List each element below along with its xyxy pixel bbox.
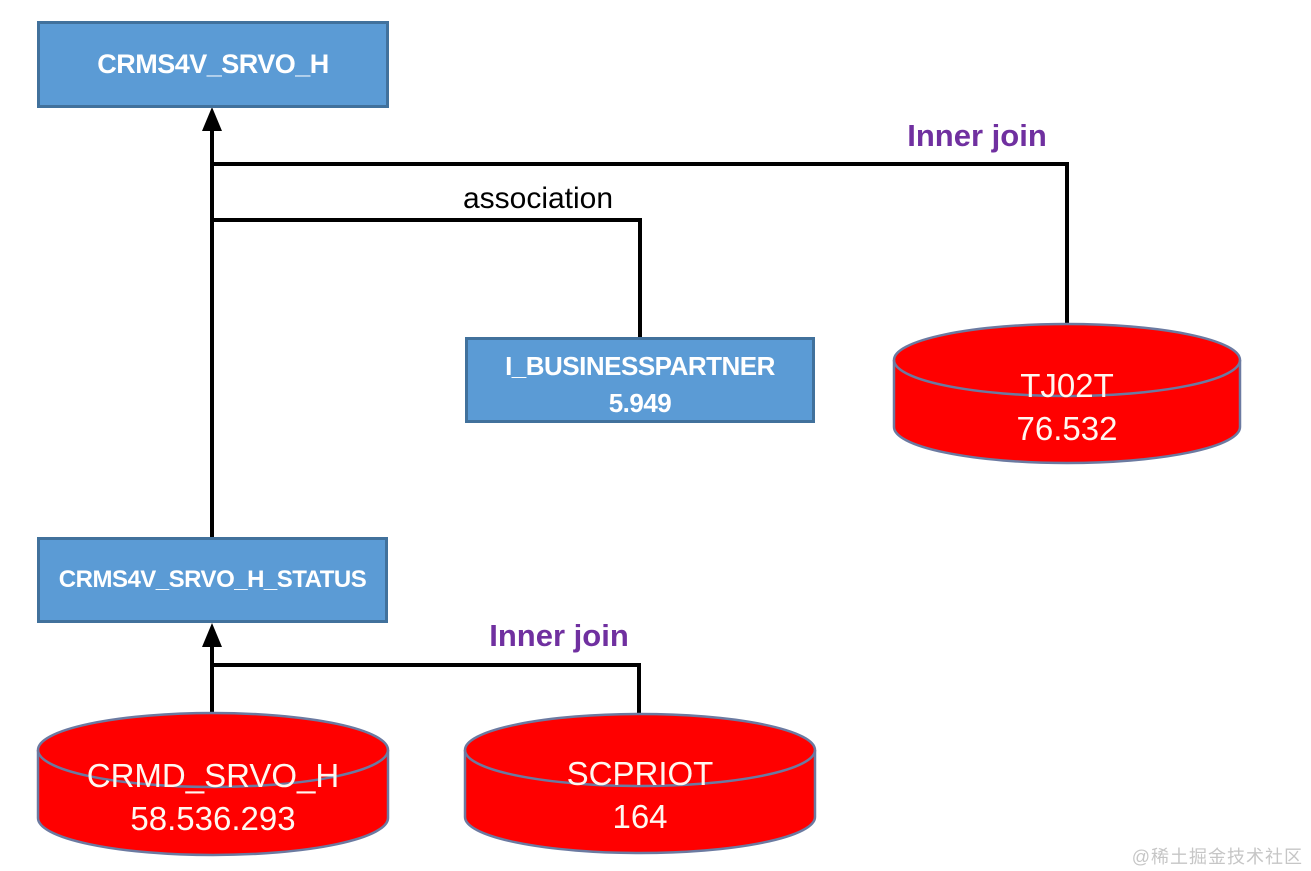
cylinder-crmd-srvo-h-shape xyxy=(36,711,390,857)
node-crms4v-srvo-h: CRMS4V_SRVO_H xyxy=(37,21,389,108)
cylinder-crmd-srvo-h-count: 58.536.293 xyxy=(130,800,296,837)
edge-label-association: association xyxy=(462,182,614,215)
cylinder-tj02t-count: 76.532 xyxy=(1016,410,1118,447)
node-i-businesspartner: I_BUSINESSPARTNER 5.949 xyxy=(465,337,815,423)
node-crms4v-srvo-h-status-label: CRMS4V_SRVO_H_STATUS xyxy=(58,566,367,593)
cylinder-crmd-srvo-h-label: CRMD_SRVO_H xyxy=(86,757,340,794)
connector-inner-join-bottom xyxy=(210,663,641,716)
connector-association xyxy=(210,218,642,339)
cylinder-scpriot: SCPRIOT 164 xyxy=(463,712,817,855)
cylinder-scpriot-label: SCPRIOT xyxy=(566,755,714,792)
node-i-businesspartner-count: 5.949 xyxy=(608,388,672,418)
edge-label-inner-join-bottom: Inner join xyxy=(489,618,629,653)
arrow-up-head-bottom xyxy=(202,623,222,647)
cylinder-tj02t: TJ02T 76.532 xyxy=(892,322,1242,465)
cylinder-scpriot-shape xyxy=(463,712,817,855)
watermark: @稀土掘金技术社区 xyxy=(1131,847,1303,867)
node-i-businesspartner-label: I_BUSINESSPARTNER xyxy=(505,351,775,381)
node-crms4v-srvo-h-label: CRMS4V_SRVO_H xyxy=(97,49,329,79)
arrow-up-head-top xyxy=(202,107,222,131)
node-crms4v-srvo-h-status: CRMS4V_SRVO_H_STATUS xyxy=(37,537,388,623)
cylinder-scpriot-count: 164 xyxy=(612,798,668,835)
cylinder-crmd-srvo-h: CRMD_SRVO_H 58.536.293 xyxy=(36,711,390,857)
cylinder-scpriot-text: SCPRIOT 164 xyxy=(463,752,817,838)
cylinder-tj02t-label: TJ02T xyxy=(1020,367,1114,404)
cylinder-tj02t-text: TJ02T 76.532 xyxy=(892,364,1242,450)
cylinder-crmd-srvo-h-text: CRMD_SRVO_H 58.536.293 xyxy=(36,754,390,840)
cylinder-tj02t-shape xyxy=(892,322,1242,465)
edge-label-inner-join-top: Inner join xyxy=(907,118,1047,153)
